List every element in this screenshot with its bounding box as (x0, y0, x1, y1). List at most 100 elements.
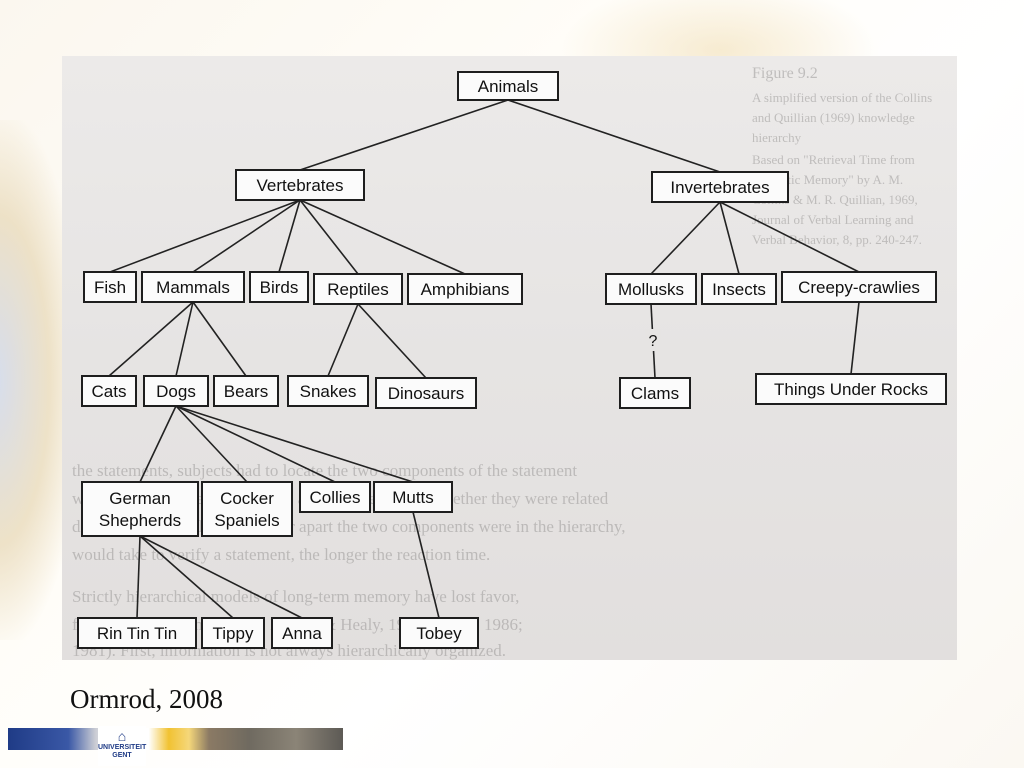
edge-reptiles-snakes (327, 303, 359, 377)
university-banner (8, 728, 343, 750)
node-label: Insects (712, 280, 766, 299)
node-box (249, 271, 309, 303)
node-box (143, 375, 209, 407)
node-cats: Cats (81, 375, 137, 407)
diagram-photo: Figure 9.2 A simplified version of the C… (62, 56, 957, 660)
edge-vertebrates-birds (278, 199, 301, 273)
svg-text:A simplified version of the Co: A simplified version of the Collins (752, 90, 932, 105)
node-clams: Clams (619, 377, 691, 409)
edge-dogs-german (139, 405, 177, 483)
node-dogs: Dogs (143, 375, 209, 407)
node-label: Mammals (156, 278, 230, 297)
node-label: Cats (92, 382, 127, 401)
edge-creepy-things (850, 301, 860, 375)
edge-vertebrates-amphibians (299, 199, 466, 275)
edge-dogs-mutts (175, 405, 414, 483)
edge-dogs-collies (175, 405, 336, 483)
node-label: Bears (224, 382, 268, 401)
node-anna: Anna (271, 617, 333, 649)
edge-invertebrates-creepy (719, 201, 860, 273)
node-label: Things Under Rocks (774, 380, 928, 399)
node-amphibians: Amphibians (407, 273, 523, 305)
node-creepy: Creepy-crawlies (781, 271, 937, 303)
node-box (141, 271, 245, 303)
node-box (605, 273, 697, 305)
svg-text:and Quillian (1969) knowledge: and Quillian (1969) knowledge (752, 110, 915, 125)
node-box (399, 617, 479, 649)
node-label: Anna (282, 624, 322, 643)
edge-animals-vertebrates (299, 99, 509, 171)
node-mammals: Mammals (141, 271, 245, 303)
node-animals: Animals (457, 71, 559, 101)
node-reptiles: Reptiles (313, 273, 403, 305)
node-box (235, 169, 365, 201)
node-bears: Bears (213, 375, 279, 407)
node-box (373, 481, 453, 513)
svg-text:Semantic Memory" by A. M.: Semantic Memory" by A. M. (752, 172, 903, 187)
node-box (375, 377, 477, 409)
node-box (651, 171, 789, 203)
node-box (407, 273, 523, 305)
svg-text:Strictly hierarchical models o: Strictly hierarchical models of long-ter… (72, 587, 519, 606)
node-label: Tobey (416, 624, 462, 643)
node-box (83, 271, 137, 303)
node-label: Tippy (213, 624, 254, 643)
node-snakes: Snakes (287, 375, 369, 407)
edge-mammals-cats (108, 301, 194, 377)
node-label: Invertebrates (670, 178, 769, 197)
node-box (271, 617, 333, 649)
node-rintintin: Rin Tin Tin (77, 617, 197, 649)
edge-german-tippy (139, 535, 234, 619)
svg-text:Journal of Verbal Learning and: Journal of Verbal Learning and (752, 212, 914, 227)
node-insects: Insects (701, 273, 777, 305)
node-label: Animals (478, 77, 538, 96)
node-box (201, 617, 265, 649)
edge-vertebrates-mammals (192, 199, 301, 273)
node-things: Things Under Rocks (755, 373, 947, 405)
animal-hierarchy-diagram: Figure 9.2 A simplified version of the C… (72, 65, 947, 660)
node-box (313, 273, 403, 305)
edge-mammals-bears (192, 301, 247, 377)
node-label: Snakes (300, 382, 357, 401)
node-tippy: Tippy (201, 617, 265, 649)
node-label: Fish (94, 278, 126, 297)
node-mollusks: Mollusks (605, 273, 697, 305)
bleed-through-text: Figure 9.2 A simplified version of the C… (72, 65, 932, 660)
edge-mammals-dogs (175, 301, 194, 377)
edge-german-rintintin (136, 535, 141, 619)
svg-text:Figure 9.2: Figure 9.2 (752, 65, 818, 82)
node-mutts: Mutts (373, 481, 453, 513)
edge-label: ? (649, 333, 658, 350)
edge-mutts-tobey (412, 511, 440, 619)
edge-invertebrates-insects (719, 201, 740, 275)
node-box (619, 377, 691, 409)
edge-label-background (645, 329, 661, 351)
node-box (201, 481, 293, 537)
node-label: Vertebrates (257, 176, 344, 195)
node-label: Mollusks (618, 280, 684, 299)
node-box (781, 271, 937, 303)
citation-caption: Ormrod, 2008 (70, 684, 223, 714)
edge-invertebrates-mollusks (650, 201, 721, 275)
node-box (755, 373, 947, 405)
node-box (213, 375, 279, 407)
node-label: Clams (631, 384, 679, 403)
node-label: Collies (309, 488, 360, 507)
node-box (701, 273, 777, 305)
node-collies: Collies (299, 481, 371, 513)
edge-animals-invertebrates (507, 99, 721, 173)
node-tobey: Tobey (399, 617, 479, 649)
node-box (287, 375, 369, 407)
svg-text:Based on "Retrieval Time from: Based on "Retrieval Time from (752, 152, 915, 167)
edge-dogs-cocker (175, 405, 248, 483)
node-label: Amphibians (421, 280, 510, 299)
node-dinosaurs: Dinosaurs (375, 377, 477, 409)
node-birds: Birds (249, 271, 309, 303)
node-vertebrates: Vertebrates (235, 169, 365, 201)
node-fish: Fish (83, 271, 137, 303)
node-box (457, 71, 559, 101)
